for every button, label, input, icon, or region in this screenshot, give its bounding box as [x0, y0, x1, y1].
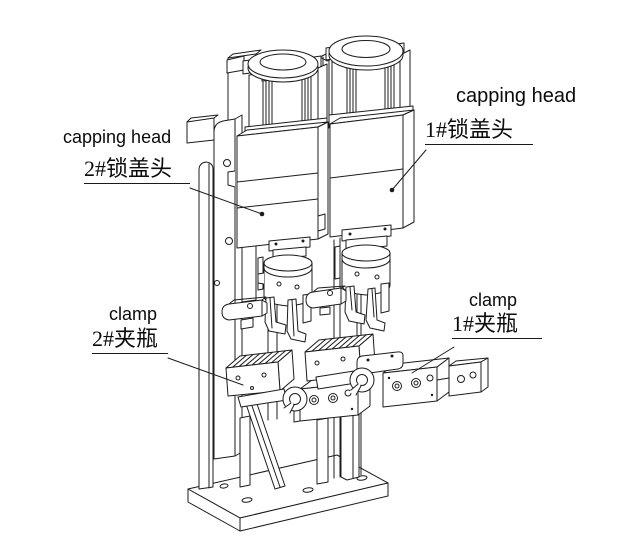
gripper-claws-2 [264, 293, 312, 343]
leader-dot-capping-head-2 [259, 211, 265, 217]
capping-head-1-body [328, 105, 415, 238]
clamp-1-assembly [304, 333, 489, 408]
leader-dot-capping-head-1 [389, 187, 395, 193]
label-capping-head-2-zh: 2#锁盖头 [84, 156, 190, 184]
label-capping-head-2-en: capping head [63, 127, 172, 147]
label-clamp-2-zh: 2#夹瓶 [92, 326, 168, 354]
label-capping-head-1-en: capping head [456, 85, 577, 107]
bottle-holder-2 [221, 296, 268, 330]
bottle-holder-1 [305, 285, 347, 316]
capping-head-1-motor [325, 35, 411, 121]
capping-chuck-2 [257, 236, 313, 307]
base-plate [187, 454, 389, 532]
leader-lines [167, 149, 455, 386]
label-clamp-1-zh: 1#夹瓶 [452, 311, 542, 339]
gripper-claws-1 [344, 282, 390, 332]
capping-head-2-motor [242, 49, 328, 132]
capping-head-2-body [236, 117, 329, 249]
label-clamp-1-en: clamp [469, 290, 518, 310]
label-capping-head-1-zh: 1#锁盖头 [425, 117, 533, 145]
label-clamp-2-en: clamp [109, 304, 158, 324]
capping-chuck-1 [334, 224, 392, 296]
